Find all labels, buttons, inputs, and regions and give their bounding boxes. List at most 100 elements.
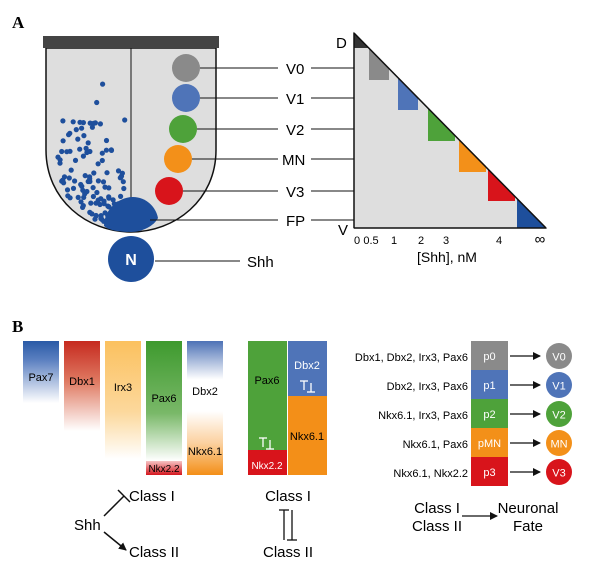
v1-label: V1 — [286, 91, 304, 108]
code-row-genes: Dbx2, Irx3, Pax6 — [387, 381, 468, 393]
shh-dot — [80, 187, 86, 193]
notochord-label: N — [125, 252, 137, 269]
fate-circle — [546, 372, 572, 398]
chart-x-tick-label: 4 — [496, 235, 502, 247]
shh-dot — [105, 203, 111, 209]
shh-dot — [70, 119, 76, 125]
chart-x-tick-label: 3 — [443, 235, 449, 247]
shh-dot — [83, 145, 89, 151]
shh-class-regulation: Shh Class I Class II — [74, 488, 179, 561]
nkx61-label: Nkx6.1 — [188, 446, 222, 458]
shh-dot — [89, 124, 95, 130]
neuronal-fate-label-line2: Fate — [513, 518, 543, 535]
dbx2-mid-bar — [288, 341, 327, 396]
fate-label: V3 — [552, 468, 565, 480]
shh-dot — [72, 157, 79, 163]
shh-dot — [99, 150, 105, 156]
shh-dot — [67, 148, 73, 154]
chart-step-v0 — [369, 48, 389, 80]
floor-plate-region — [104, 197, 158, 232]
progenitor-box — [471, 370, 508, 399]
shh-dot — [106, 194, 112, 200]
shh-dot — [98, 196, 104, 202]
shh-dot — [94, 189, 100, 196]
shh-dot — [75, 194, 81, 200]
shh-dot — [80, 153, 86, 159]
notochord-circle — [108, 236, 154, 282]
chart-ventral-label: V — [338, 222, 348, 239]
shh-dot — [87, 176, 93, 182]
shh-dot — [55, 154, 61, 160]
v2-label: V2 — [286, 122, 304, 139]
shh-dot — [77, 146, 83, 152]
nkx61-mid-label: Nkx6.1 — [290, 431, 324, 443]
shh-dot — [100, 179, 107, 185]
class-two-label-mid: Class II — [263, 544, 313, 561]
shh-dot — [78, 199, 84, 205]
shh-dot — [73, 127, 79, 133]
shh-b-label: Shh — [74, 517, 101, 534]
fate-circle — [546, 459, 572, 485]
shh-dot — [95, 161, 101, 167]
fate-label: MN — [550, 439, 567, 451]
shh-dot — [68, 167, 74, 173]
progenitor-label: p0 — [483, 351, 495, 363]
chart-x-axis-label: [Shh], nM — [417, 249, 477, 265]
nkx22-bar — [146, 461, 182, 475]
fate-determination: Class I Class II Neuronal Fate — [412, 500, 558, 535]
shh-dot — [81, 194, 87, 200]
v3-domain-circle — [155, 177, 183, 205]
v1-domain-circle — [172, 84, 200, 112]
neuronal-fate-label-line1: Neuronal — [498, 500, 559, 517]
chart-x-tick-label: 0.5 — [363, 235, 378, 247]
shh-dot — [102, 210, 108, 216]
class-one-label-mid: Class I — [265, 488, 311, 505]
shh-dot — [103, 137, 110, 144]
shh-dot — [57, 160, 63, 166]
shh-dot — [87, 209, 93, 215]
shh-dot — [70, 185, 77, 191]
nkx22-mid-label: Nkx2.2 — [251, 461, 283, 472]
shh-dot — [100, 81, 106, 87]
class-two-label-right: Class II — [412, 518, 462, 535]
shh-dot — [95, 178, 101, 184]
chart-dorsal-label: D — [336, 35, 347, 52]
shh-dot — [90, 185, 96, 191]
chart-x-tick-label: 0 — [354, 235, 360, 247]
dbx2-mid-label: Dbx2 — [294, 360, 320, 372]
mn-domain-circle — [164, 145, 192, 173]
shh-inhibition-bar — [117, 489, 131, 503]
shh-dot — [117, 175, 123, 181]
repression-symbol-dbx2-nkx61 — [300, 380, 315, 393]
shh-dot — [81, 133, 87, 139]
shh-dot — [60, 118, 66, 124]
shh-dot — [115, 168, 122, 174]
shh-dot — [90, 193, 96, 200]
nkx22-label: Nkx2.2 — [148, 464, 180, 475]
irx3-bar — [105, 341, 141, 459]
fate-circle — [546, 401, 572, 427]
dbx2-bar — [187, 341, 223, 411]
neural-tube-roof-plate — [43, 36, 219, 48]
chart-step-v2 — [428, 108, 455, 141]
fate-label: V2 — [552, 410, 565, 422]
shh-dot — [60, 138, 66, 144]
shh-dot — [84, 149, 90, 156]
shh-dot — [59, 148, 65, 155]
progenitor-box — [471, 399, 508, 428]
shh-dot — [97, 121, 103, 127]
code-row-genes: Dbx1, Dbx2, Irx3, Pax6 — [355, 352, 468, 364]
progenitor-label: p1 — [483, 380, 495, 392]
code-row-genes: Nkx6.1, Irx3, Pax6 — [378, 410, 468, 422]
shh-dot — [104, 170, 110, 176]
class-gene-expression-bars: Pax7 Dbx1 Irx3 Pax6 Nkx2.2 Dbx2 Nkx6.1 — [23, 341, 223, 475]
pax6-mid-bar — [248, 341, 287, 450]
progenitor-box — [471, 457, 508, 486]
code-row-genes: Nkx6.1, Nkx2.2 — [393, 468, 468, 480]
